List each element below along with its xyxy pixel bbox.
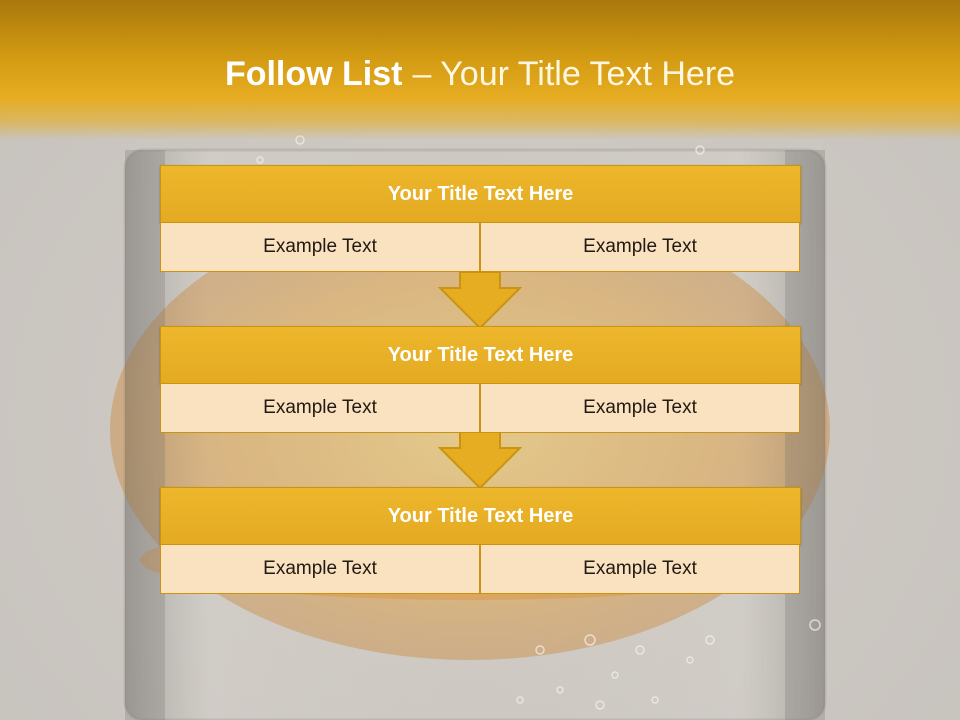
step-3-right-cell[interactable]: Example Text bbox=[480, 544, 800, 594]
step-title-2[interactable]: Your Title Text Here bbox=[160, 326, 801, 384]
step-1-left-cell[interactable]: Example Text bbox=[160, 222, 480, 272]
step-title-1[interactable]: Your Title Text Here bbox=[160, 165, 801, 223]
down-arrow-icon bbox=[438, 432, 522, 490]
slide-title-bold: Follow List bbox=[224, 55, 403, 93]
step-block-1: Your Title Text Here Example Text Exampl… bbox=[160, 165, 801, 272]
header-band bbox=[0, 0, 960, 140]
slide-title-rest: – Your Title Text Here bbox=[412, 55, 736, 93]
down-arrow-icon bbox=[438, 272, 522, 330]
step-3-left-cell[interactable]: Example Text bbox=[160, 544, 480, 594]
step-title-3[interactable]: Your Title Text Here bbox=[160, 487, 801, 545]
slide-title: Follow List– Your Title Text Here bbox=[0, 52, 960, 96]
step-block-3: Your Title Text Here Example Text Exampl… bbox=[160, 487, 801, 594]
step-2-right-cell[interactable]: Example Text bbox=[480, 383, 800, 433]
step-1-right-cell[interactable]: Example Text bbox=[480, 222, 800, 272]
step-block-2: Your Title Text Here Example Text Exampl… bbox=[160, 326, 801, 433]
step-2-left-cell[interactable]: Example Text bbox=[160, 383, 480, 433]
follow-list: Your Title Text Here Example Text Exampl… bbox=[160, 0, 801, 720]
